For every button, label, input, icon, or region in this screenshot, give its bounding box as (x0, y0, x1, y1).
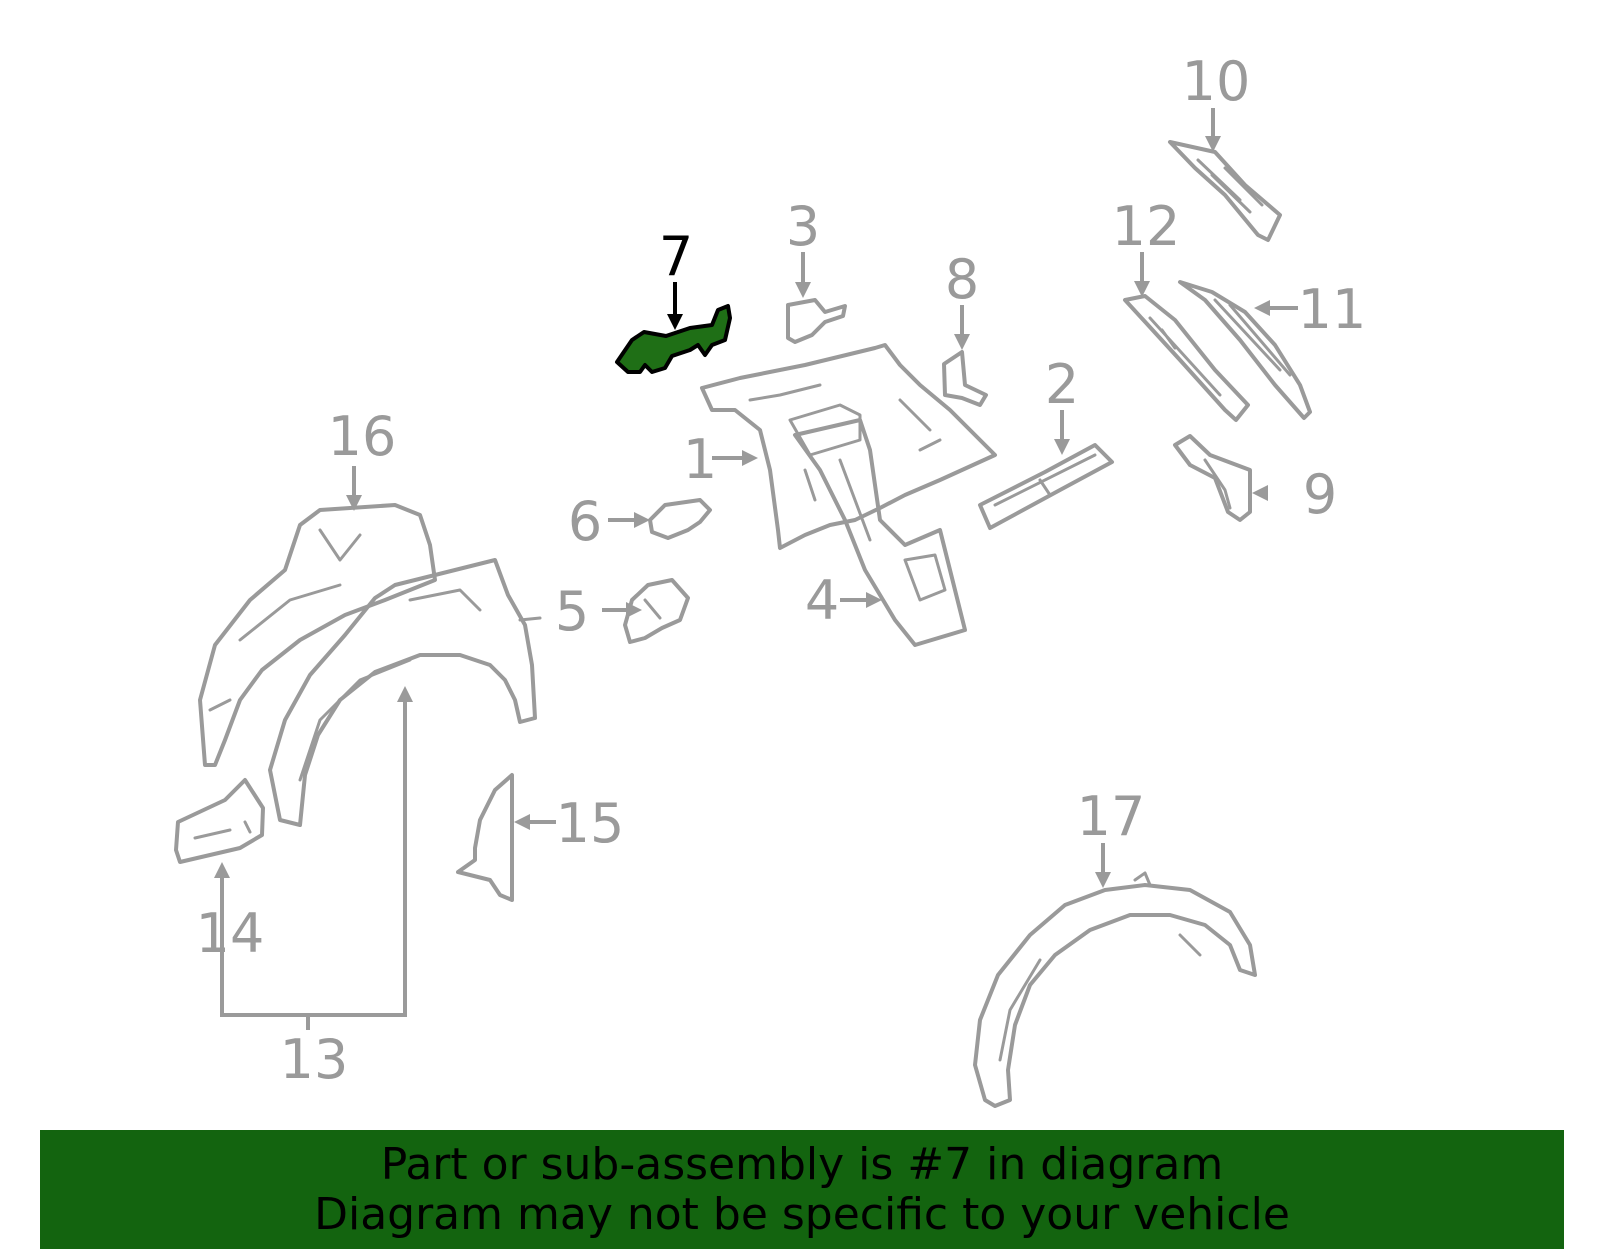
part-5 (623, 578, 690, 644)
part-16 (198, 503, 437, 767)
part-2 (978, 443, 1114, 530)
leader-7 (667, 282, 683, 330)
callout-7: 7 (659, 225, 693, 288)
callout-8: 8 (945, 248, 979, 311)
leader-8 (954, 305, 970, 350)
callout-6: 6 (568, 490, 602, 553)
callout-2: 2 (1045, 353, 1079, 416)
callout-9: 9 (1303, 463, 1337, 526)
callout-4: 4 (805, 569, 839, 632)
callout-17: 17 (1077, 785, 1146, 848)
callout-5: 5 (555, 580, 589, 643)
leader-13 (214, 686, 413, 1030)
part-13 (268, 558, 542, 827)
part-8 (942, 350, 988, 407)
callout-3: 3 (786, 195, 820, 258)
part-6 (648, 498, 712, 540)
callout-1: 1 (683, 428, 717, 491)
callout-16: 16 (328, 405, 397, 468)
part-4 (793, 418, 967, 647)
banner-line-2: Diagram may not be specific to your vehi… (314, 1188, 1290, 1240)
leader-6 (608, 512, 650, 528)
part-7-highlighted[interactable] (615, 304, 732, 374)
leader-10 (1205, 108, 1221, 152)
part-15 (456, 773, 514, 902)
leader-17 (1095, 843, 1111, 888)
leader-1 (712, 450, 758, 466)
part-3 (786, 298, 847, 344)
part-12 (1123, 294, 1250, 422)
leader-15 (514, 814, 556, 830)
callout-10: 10 (1182, 50, 1251, 113)
callout-12: 12 (1112, 195, 1181, 258)
part-17 (973, 871, 1257, 1108)
part-11 (1178, 280, 1312, 420)
leader-2 (1054, 410, 1070, 455)
leader-12 (1134, 252, 1150, 297)
banner-line-1: Part or sub-assembly is #7 in diagram (380, 1138, 1224, 1190)
callout-11: 11 (1298, 278, 1367, 341)
leader-9 (1252, 485, 1268, 501)
part-10 (1168, 140, 1282, 242)
info-banner: Part or sub-assembly is #7 in diagram Di… (40, 1130, 1564, 1249)
leader-5 (602, 602, 642, 618)
leader-11 (1254, 300, 1298, 316)
callout-13: 13 (280, 1028, 349, 1091)
leader-3 (795, 252, 811, 298)
part-14 (174, 778, 265, 864)
callout-14: 14 (196, 902, 265, 965)
leader-16 (346, 466, 362, 511)
part-1 (700, 343, 997, 550)
part-9 (1173, 434, 1252, 522)
callout-15: 15 (556, 792, 625, 855)
leader-4 (840, 592, 882, 608)
